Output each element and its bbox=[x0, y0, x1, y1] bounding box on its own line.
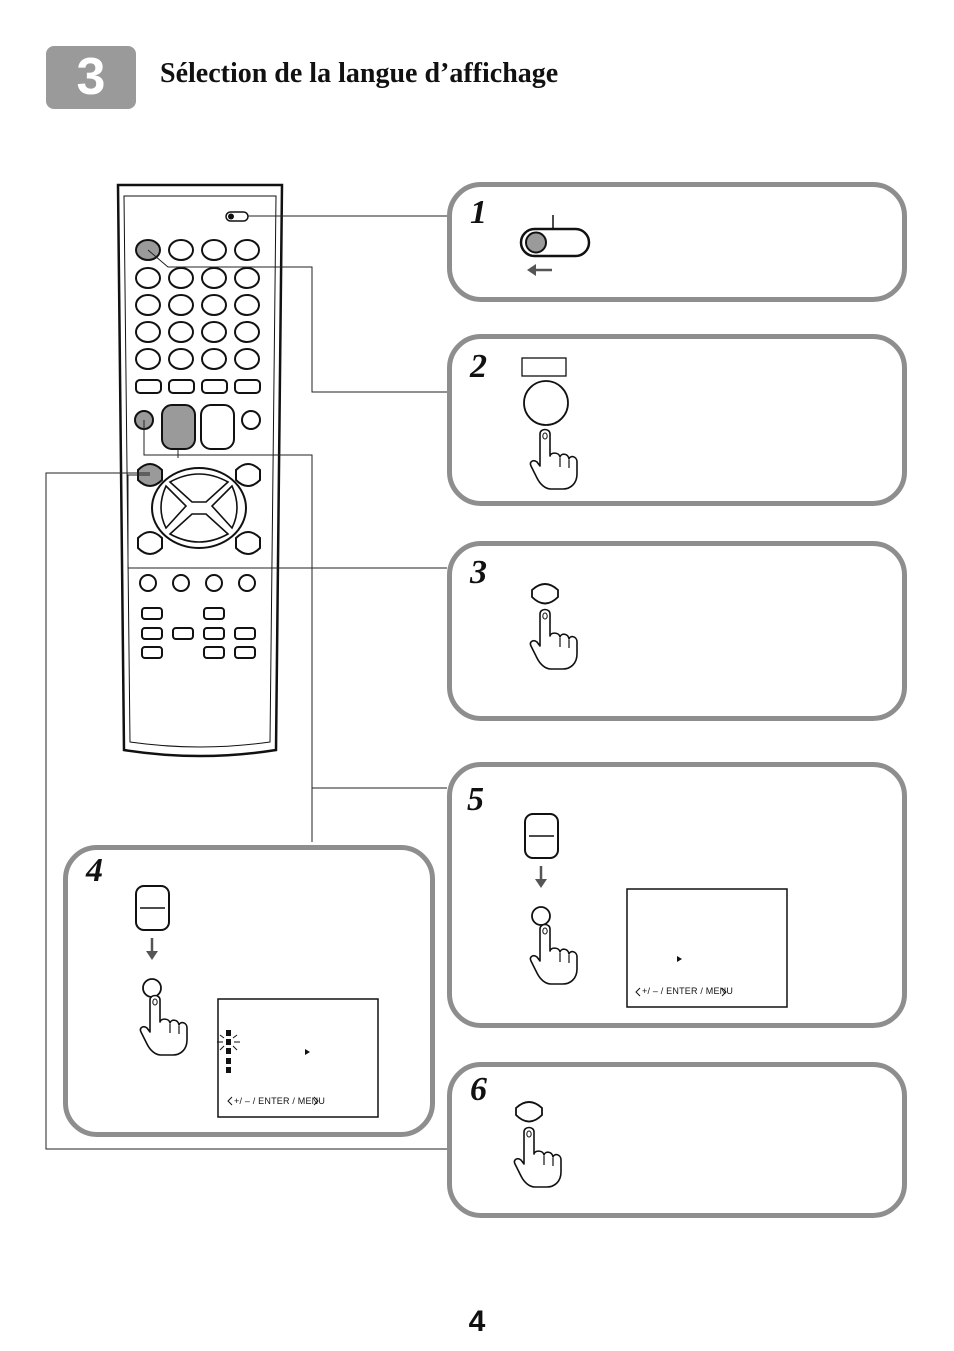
step-number-2: 2 bbox=[470, 348, 487, 385]
step-number-4: 4 bbox=[86, 852, 103, 889]
section-number-badge: 3 bbox=[46, 46, 136, 109]
power-button-icon bbox=[523, 380, 569, 426]
pointing-hand-icon bbox=[529, 428, 578, 490]
step-number-3: 3 bbox=[470, 554, 487, 591]
step-number-6: 6 bbox=[470, 1071, 487, 1108]
page-number: 4 bbox=[468, 1305, 486, 1338]
enter-button-icon bbox=[531, 906, 551, 926]
step-box-5 bbox=[447, 762, 907, 1028]
step-box-4 bbox=[63, 845, 435, 1137]
remote-control-icon bbox=[116, 183, 284, 758]
enter-button-icon bbox=[142, 978, 162, 998]
step-box-2 bbox=[447, 334, 907, 506]
page-title: Sélection de la langue d’affichage bbox=[160, 58, 559, 89]
step-box-6 bbox=[447, 1062, 907, 1218]
leader-lines bbox=[45, 215, 447, 1150]
pointing-hand-icon bbox=[139, 994, 188, 1056]
menu-button-icon bbox=[515, 1101, 543, 1123]
button-label-box bbox=[521, 357, 567, 377]
osd-hint-step-4: +/ – / ENTER / MENU bbox=[234, 1096, 326, 1106]
arrow-down-icon bbox=[535, 866, 547, 888]
step-number-5: 5 bbox=[467, 781, 484, 818]
slide-switch-icon bbox=[519, 215, 591, 258]
tv-screen-icon bbox=[626, 888, 788, 1008]
pointing-hand-icon bbox=[513, 1126, 562, 1188]
menu-button-icon bbox=[531, 583, 559, 605]
step-number-1: 1 bbox=[470, 194, 487, 231]
arrow-left-icon bbox=[527, 264, 552, 276]
arrow-down-icon bbox=[146, 938, 158, 960]
osd-hint-step-5: +/ – / ENTER / MENU bbox=[642, 986, 734, 996]
step-box-3 bbox=[447, 541, 907, 721]
step-box-1 bbox=[447, 182, 907, 302]
pointing-hand-icon bbox=[529, 923, 578, 985]
tv-screen-icon bbox=[217, 998, 379, 1118]
pointing-hand-icon bbox=[529, 608, 578, 670]
